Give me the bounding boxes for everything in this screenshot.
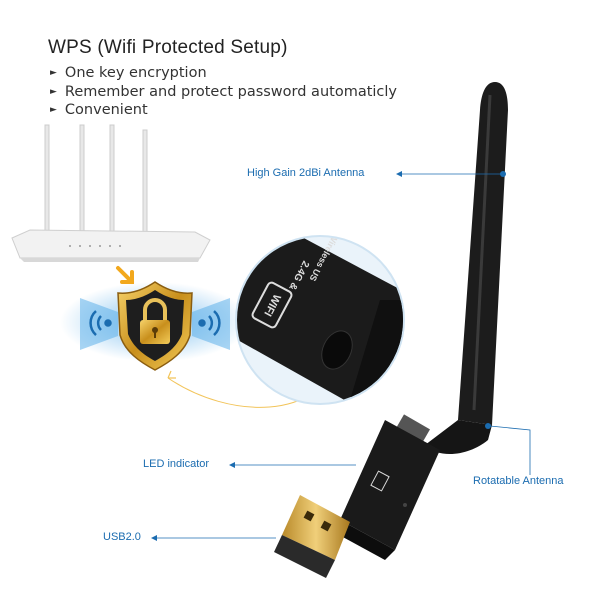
usb-adapter bbox=[274, 420, 440, 578]
rotatable-callout-label: Rotatable Antenna bbox=[473, 475, 564, 487]
shield-lock-icon bbox=[60, 281, 250, 371]
router-image bbox=[11, 124, 211, 262]
feature-list: ► One key encryption ► Remember and protec… bbox=[50, 64, 397, 120]
feature-item: ► One key encryption bbox=[50, 64, 397, 83]
feature-text: One key encryption bbox=[64, 65, 207, 81]
callout-usb-line bbox=[151, 535, 276, 541]
callout-rotatable-line bbox=[485, 423, 531, 475]
callout-led-line bbox=[229, 462, 356, 468]
led-callout-label: LED indicator bbox=[143, 458, 210, 470]
bullet-triangle-icon: ► bbox=[50, 86, 57, 97]
bullet-triangle-icon: ► bbox=[50, 105, 57, 115]
callout-antenna-line bbox=[396, 171, 506, 177]
wifi-signal-left-icon bbox=[89, 310, 112, 336]
feature-text: Remember and protect password automaticl… bbox=[64, 83, 397, 100]
usb-callout-label: USB2.0 bbox=[103, 531, 141, 543]
arrow-down-icon bbox=[116, 266, 134, 284]
page-title: WPS (Wifi Protected Setup) bbox=[48, 37, 288, 58]
wifi-signal-right-icon bbox=[198, 310, 221, 336]
led-zoom-circle: WIFI 2.4G & Wireless US bbox=[235, 235, 405, 405]
antenna bbox=[390, 82, 508, 455]
feature-item: ► Convenient bbox=[50, 101, 397, 120]
feature-item: ► Remember and protect password automatic… bbox=[50, 83, 397, 102]
antenna-callout-label: High Gain 2dBi Antenna bbox=[247, 167, 365, 179]
bullet-triangle-icon: ► bbox=[50, 68, 57, 78]
feature-text: Convenient bbox=[64, 102, 148, 118]
